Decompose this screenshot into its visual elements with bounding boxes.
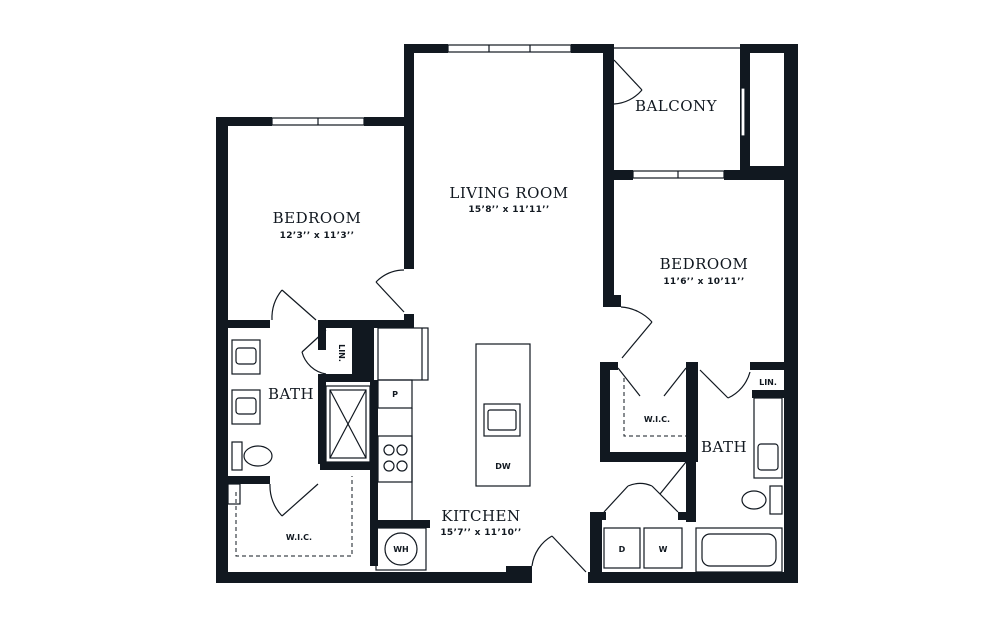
lin-right-label: LIN. xyxy=(759,378,777,387)
bath-left-name: BATH xyxy=(268,385,314,403)
washer-label: W xyxy=(659,545,668,554)
dishwasher-label: DW xyxy=(495,462,511,471)
wic-right-label: W.I.C. xyxy=(644,415,670,424)
water-heater-label: WH xyxy=(393,545,409,554)
living-room-name: LIVING ROOM xyxy=(449,184,568,202)
room-labels: LIVING ROOM 15’8’’ x 11’11’’ BEDROOM 12’… xyxy=(268,97,748,538)
bedroom-left-name: BEDROOM xyxy=(273,209,362,227)
windows xyxy=(271,44,746,179)
exterior-walls xyxy=(216,44,798,583)
fixtures xyxy=(227,327,783,573)
dryer-label: D xyxy=(619,545,626,554)
living-room-dims: 15’8’’ x 11’11’’ xyxy=(468,205,549,215)
pantry-label: P xyxy=(392,390,398,399)
interior-walls xyxy=(216,314,784,582)
wic-left-label: W.I.C. xyxy=(286,533,312,542)
kitchen-dims: 15’7’’ x 11’10’’ xyxy=(440,528,521,538)
bedroom-right-dims: 11’6’’ x 10’11’’ xyxy=(663,277,744,287)
kitchen-name: KITCHEN xyxy=(441,507,520,525)
doors xyxy=(269,59,751,573)
balcony-name: BALCONY xyxy=(635,97,718,115)
bedroom-right-name: BEDROOM xyxy=(660,255,749,273)
bath-right-name: BATH xyxy=(701,438,747,456)
bedroom-left-dims: 12’3’’ x 11’3’’ xyxy=(280,231,355,241)
small-labels: W.I.C. W.I.C. LIN. LIN. P DW WH D W xyxy=(286,344,777,554)
lin-left-label: LIN. xyxy=(337,344,346,362)
